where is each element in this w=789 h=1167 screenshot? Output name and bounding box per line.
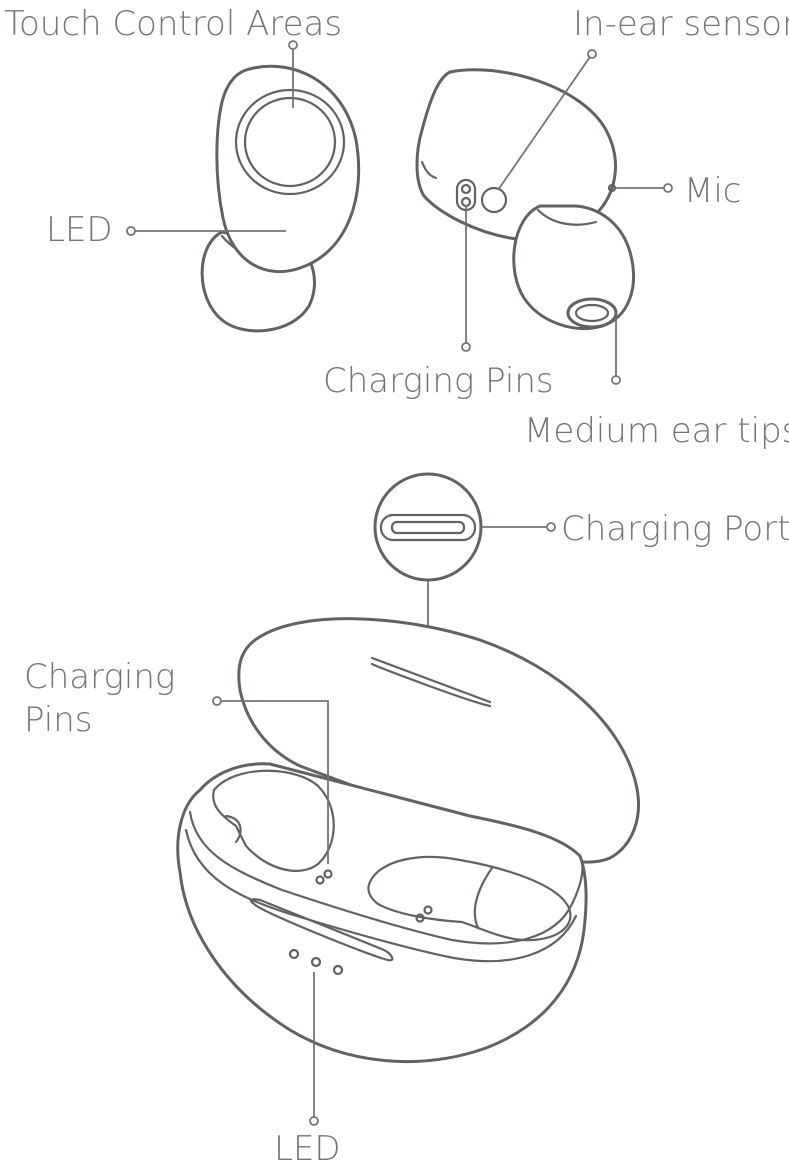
left-earbud-illustration <box>200 64 361 333</box>
medium-ear-tips-marker <box>611 375 621 385</box>
medium-ear-tips-callout: Medium ear tips <box>524 318 789 451</box>
led-earbud-callout: LED <box>46 210 286 250</box>
charging-case-illustration <box>176 617 640 1064</box>
charging-pins-earbud-label: Charging Pins <box>323 361 554 401</box>
in-ear-sensor-label: In-ear sensor <box>573 4 789 44</box>
charging-port-callout: Charging Port <box>373 472 789 632</box>
charging-pins-earbud-marker <box>461 342 471 352</box>
led-earbud-label: LED <box>46 210 113 250</box>
usb-c-port-icon <box>379 513 477 542</box>
led-case-label: LED <box>274 1129 341 1167</box>
right-earbud-illustration <box>415 68 635 330</box>
mic-label: Mic <box>684 171 741 211</box>
charging-pins-case-label-line2: Pins <box>24 700 92 740</box>
medium-ear-tips-label: Medium ear tips <box>524 411 789 451</box>
charging-pins-case-marker <box>212 696 222 706</box>
touch-control-areas-marker <box>288 40 298 50</box>
charging-port-label: Charging Port <box>561 509 789 549</box>
charging-pins-case-label-line1: Charging <box>24 657 175 697</box>
in-ear-sensor-marker <box>587 49 597 59</box>
mic-callout: Mic <box>615 171 741 211</box>
led-earbud-marker <box>126 226 136 236</box>
charging-port-marker <box>546 522 556 532</box>
led-case-marker <box>309 1116 319 1126</box>
mic-marker <box>663 183 673 193</box>
in-ear-sensor-callout: In-ear sensor <box>497 4 789 191</box>
touch-control-areas-callout: Touch Control Areas <box>4 4 342 108</box>
touch-control-areas-label: Touch Control Areas <box>4 4 342 44</box>
charging-pins-earbud-callout: Charging Pins <box>323 205 554 401</box>
led-case-callout: LED <box>274 972 341 1167</box>
charging-pins-case-callout: Charging Pins <box>24 657 329 864</box>
